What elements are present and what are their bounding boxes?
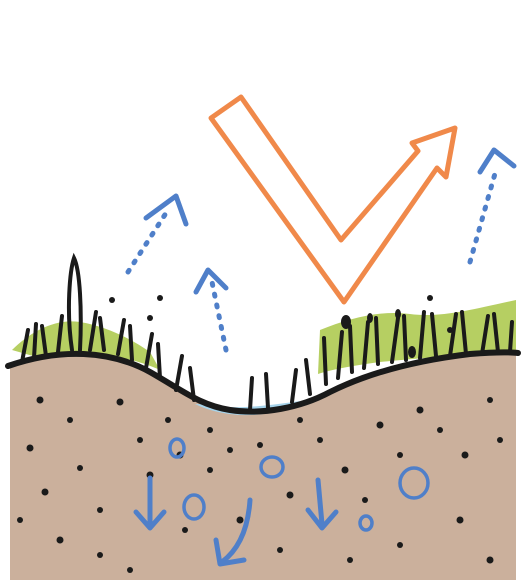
dotted-arrow-up-icon [128, 196, 186, 272]
check-arrow-icon [211, 97, 455, 302]
dotted-arrow-up-icon [470, 150, 514, 262]
dotted-arrow-up-icon [196, 270, 226, 350]
soil-layer [10, 352, 516, 580]
